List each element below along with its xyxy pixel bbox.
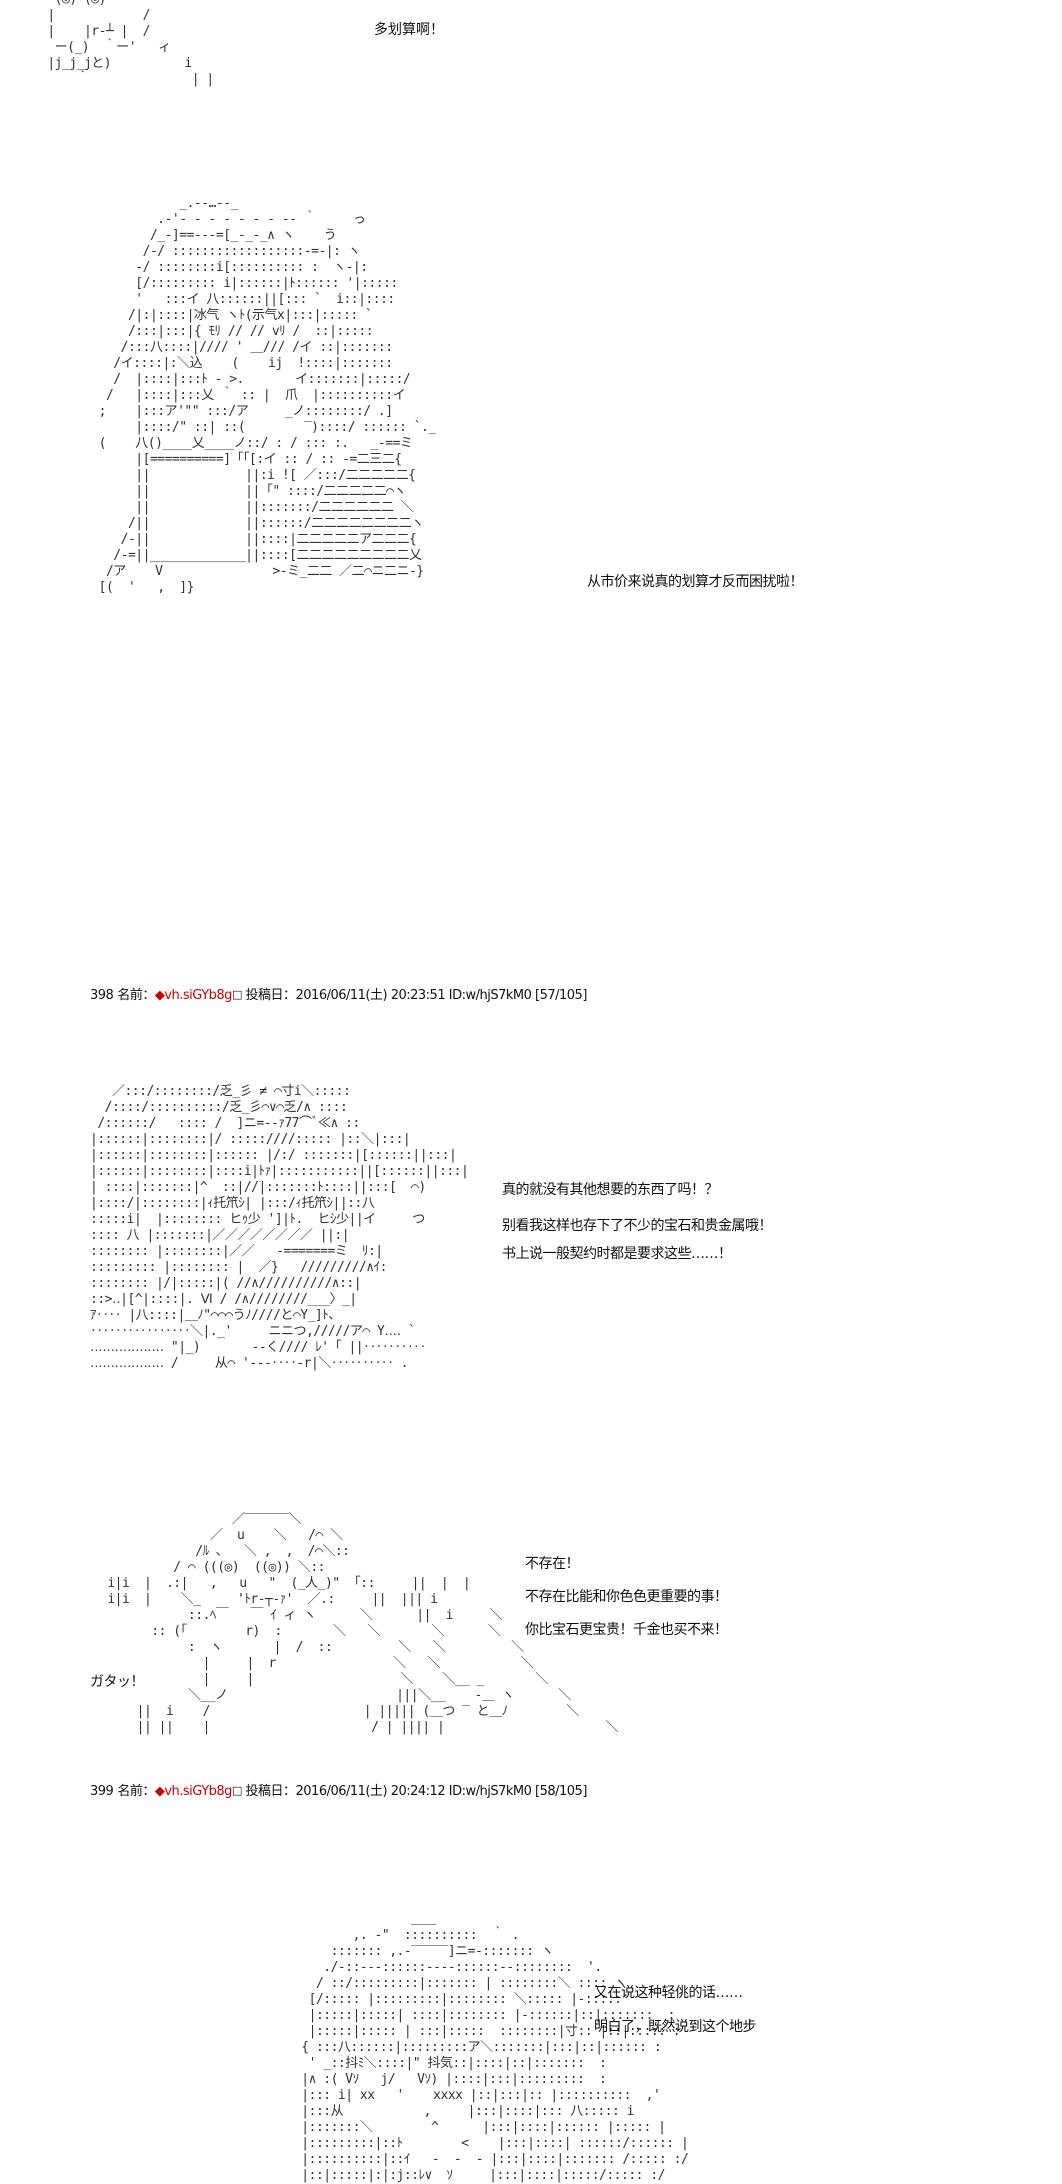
trip-mark: □ <box>231 988 242 1001</box>
dialogue-2: 从市价来说真的划算才反而困扰啦！ <box>587 572 804 592</box>
dialogue-4: 不存在！ 不存在比能和你色色更重要的事！ 你比宝石更宝贵！千金也买不来！ <box>525 1548 728 1647</box>
dialogue-line: 真的就没有其他想要的东西了吗！？ <box>502 1182 719 1198</box>
dialogue-5: 又在说这种轻佻的话…… 明白了，既然说到这个地步 <box>594 1976 757 2044</box>
dialogue-1: 多划算啊！ <box>374 20 444 40</box>
dialogue-line: 不存在！ <box>525 1556 579 1572</box>
ascii-art-surprised-figure: ／:::/::::::::/乏_彡 ≠ ⌒寸i＼::::: /::::/::::… <box>90 1084 469 1371</box>
date-label: 投稿日： <box>245 1784 296 1799</box>
ascii-art-figure-with-board: _.-‐…‐-_ .-'‐ ‐ ‐ ‐ ‐ ‐ ‐ ‐- ｀ っ /_-]==‐… <box>90 196 804 2183</box>
post-date: 2016/06/11(土) 20:23:51 <box>295 988 446 1003</box>
post-number: 398 <box>90 988 114 1003</box>
dialogue-3: 真的就没有其他想要的东西了吗！？ 别看我这样也存下了不少的宝石和贵金属哦！ 书上… <box>502 1176 773 1268</box>
ascii-art-figure-bottom: ＿＿ ,. ‐" :::::::::: ｀ . ::::::: ,.‐‾‾‾‾‾… <box>301 1912 689 2183</box>
sound-effect: ガタッ！ <box>90 1674 145 1690</box>
name-label: 名前： <box>117 988 155 1003</box>
dialogue-line: 你比宝石更宝贵！千金也买不来！ <box>525 1622 728 1638</box>
dialogue-line: 多划算啊！ <box>374 22 444 38</box>
post-count: [58/105] <box>535 1784 587 1799</box>
poster-id[interactable]: ID:w/hjS7kM0 <box>448 988 532 1003</box>
post-number: 399 <box>90 1784 114 1799</box>
date-label: 投稿日： <box>245 988 296 1003</box>
post-count: [57/105] <box>535 988 587 1003</box>
dialogue-line: 明白了，既然说到这个地步 <box>594 2019 757 2035</box>
ascii-art-face-top: (◎) (◎) | / | |r‐┴ | / ー(_) ｀ー' ィ |j_j_j… <box>47 0 214 87</box>
name-label: 名前： <box>117 1784 155 1799</box>
dialogue-line: 不存在比能和你色色更重要的事！ <box>525 1589 728 1605</box>
poster-trip[interactable]: ◆vh.siGYb8g <box>154 1784 233 1799</box>
ascii-art-excited-creature: ／‾‾‾‾‾‾＼ ／ u ＼ /⌒ ＼ /ﾙ ､ ＼ , , /⌒＼:: / ⌒… <box>107 1512 619 1735</box>
post-date: 2016/06/11(土) 20:24:12 <box>295 1784 446 1799</box>
dialogue-line: 又在说这种轻佻的话…… <box>594 1985 743 2001</box>
dialogue-line: 书上说一般契约时都是要求这些……！ <box>502 1246 732 1262</box>
dialogue-line: 别看我这样也存下了不少的宝石和贵金属哦！ <box>502 1218 773 1234</box>
poster-trip[interactable]: ◆vh.siGYb8g <box>154 988 233 1003</box>
poster-id[interactable]: ID:w/hjS7kM0 <box>448 1784 532 1799</box>
dialogue-line: 从市价来说真的划算才反而困扰啦！ <box>587 574 804 590</box>
trip-mark: □ <box>231 1784 242 1797</box>
